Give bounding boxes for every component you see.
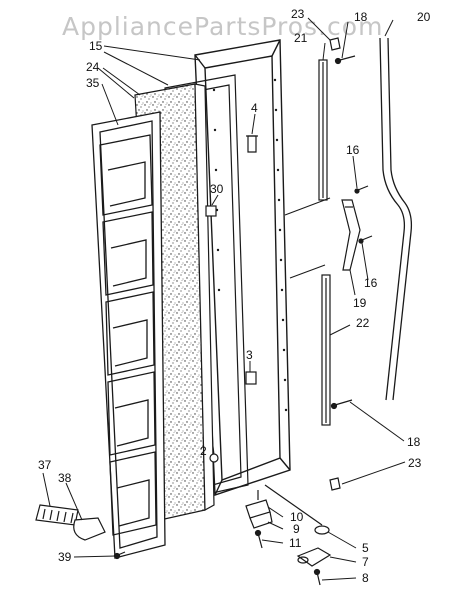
callout-5: 5	[362, 541, 369, 555]
callout-18-bottom: 18	[407, 435, 421, 449]
callout-20: 20	[417, 10, 431, 24]
callout-23-top: 23	[291, 7, 305, 21]
callout-24: 24	[86, 60, 100, 74]
handle-rod	[379, 37, 413, 401]
hardware-parts	[205, 37, 373, 586]
callout-8: 8	[362, 571, 369, 585]
callout-15: 15	[89, 39, 103, 53]
inner-door-liner	[91, 111, 166, 559]
cut-lines	[284, 197, 331, 279]
callout-35: 35	[86, 76, 100, 90]
callout-38: 38	[58, 471, 72, 485]
callout-9: 9	[293, 522, 300, 536]
callout-16-bottom: 16	[364, 276, 378, 290]
callout-18-top: 18	[354, 10, 368, 24]
leader-lines	[42, 17, 406, 581]
callout-10: 10	[290, 510, 304, 524]
callout-11: 11	[289, 536, 302, 550]
watermark: AppliancePartsPros.com	[62, 12, 384, 41]
callout-37: 37	[38, 458, 52, 472]
callout-labels: 15 24 35 4 30 3 2 23 21 18 20 16 16 19 2…	[38, 7, 431, 585]
hinge-bar	[318, 59, 331, 426]
callout-21: 21	[294, 31, 308, 45]
callout-4: 4	[251, 101, 258, 115]
trim-parts	[35, 504, 126, 560]
callout-16-top: 16	[346, 143, 360, 157]
callout-2: 2	[200, 444, 207, 458]
callout-19: 19	[353, 296, 367, 310]
callout-3: 3	[246, 348, 253, 362]
callout-22: 22	[356, 316, 370, 330]
callout-30: 30	[210, 182, 224, 196]
handle-bracket	[341, 199, 361, 271]
callout-7: 7	[362, 555, 369, 569]
callout-23-bottom: 23	[408, 456, 422, 470]
callout-39: 39	[58, 550, 72, 564]
